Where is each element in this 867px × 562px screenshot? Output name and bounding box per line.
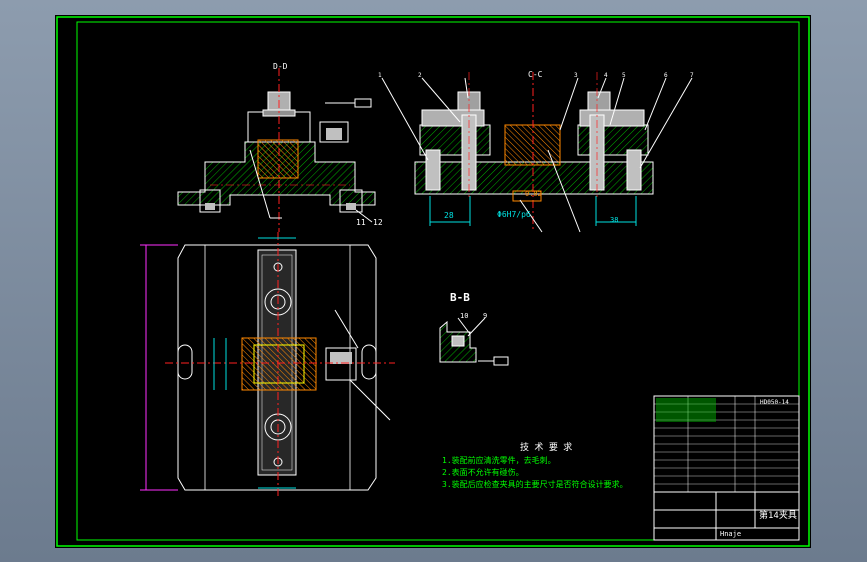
dim-phi-label: Φ6H7/p6 [497, 210, 531, 219]
frame-outer [56, 16, 810, 547]
title-block-title: 第14夹具 [759, 511, 797, 521]
title-block [653, 395, 800, 541]
view-bb [439, 317, 509, 366]
drawing-sheet [55, 15, 811, 548]
view-cc [381, 72, 693, 233]
callout-4: 4 [604, 72, 608, 79]
callout-10: 10 [460, 312, 469, 320]
callout-2: 2 [418, 72, 422, 79]
callout-5: 5 [622, 72, 626, 79]
dim-38-label: 38 [610, 216, 619, 224]
callout-6: 6 [664, 72, 668, 79]
dim-tol-label: 0.02 [525, 190, 542, 198]
title-block-code: HD050-14 [760, 399, 789, 406]
title-block-company: Hnaje [720, 530, 742, 538]
callout-3: 3 [574, 72, 578, 79]
tech-req-3: 3.装配后应检查夹具的主要尺寸是否符合设计要求。 [442, 480, 628, 489]
view-dd-label: D-D [273, 62, 288, 71]
dim-28-label: 28 [444, 211, 454, 220]
view-dd [177, 68, 376, 232]
callout-12: 12 [373, 218, 383, 227]
callout-7: 7 [690, 72, 694, 79]
tech-req-title: 技 术 要 求 [520, 443, 573, 453]
view-cc-label: C-C [528, 70, 543, 79]
callout-9: 9 [483, 312, 488, 320]
tech-req-2: 2.表面不允许有碰伤。 [442, 468, 524, 477]
tech-req-1: 1.装配前应清洗零件，去毛刺。 [442, 456, 556, 465]
frame-inner [76, 21, 800, 541]
plan-view [140, 232, 395, 497]
callout-11: 11 [356, 218, 366, 227]
callout-1: 1 [378, 72, 382, 79]
view-bb-label: B-B [450, 291, 470, 304]
